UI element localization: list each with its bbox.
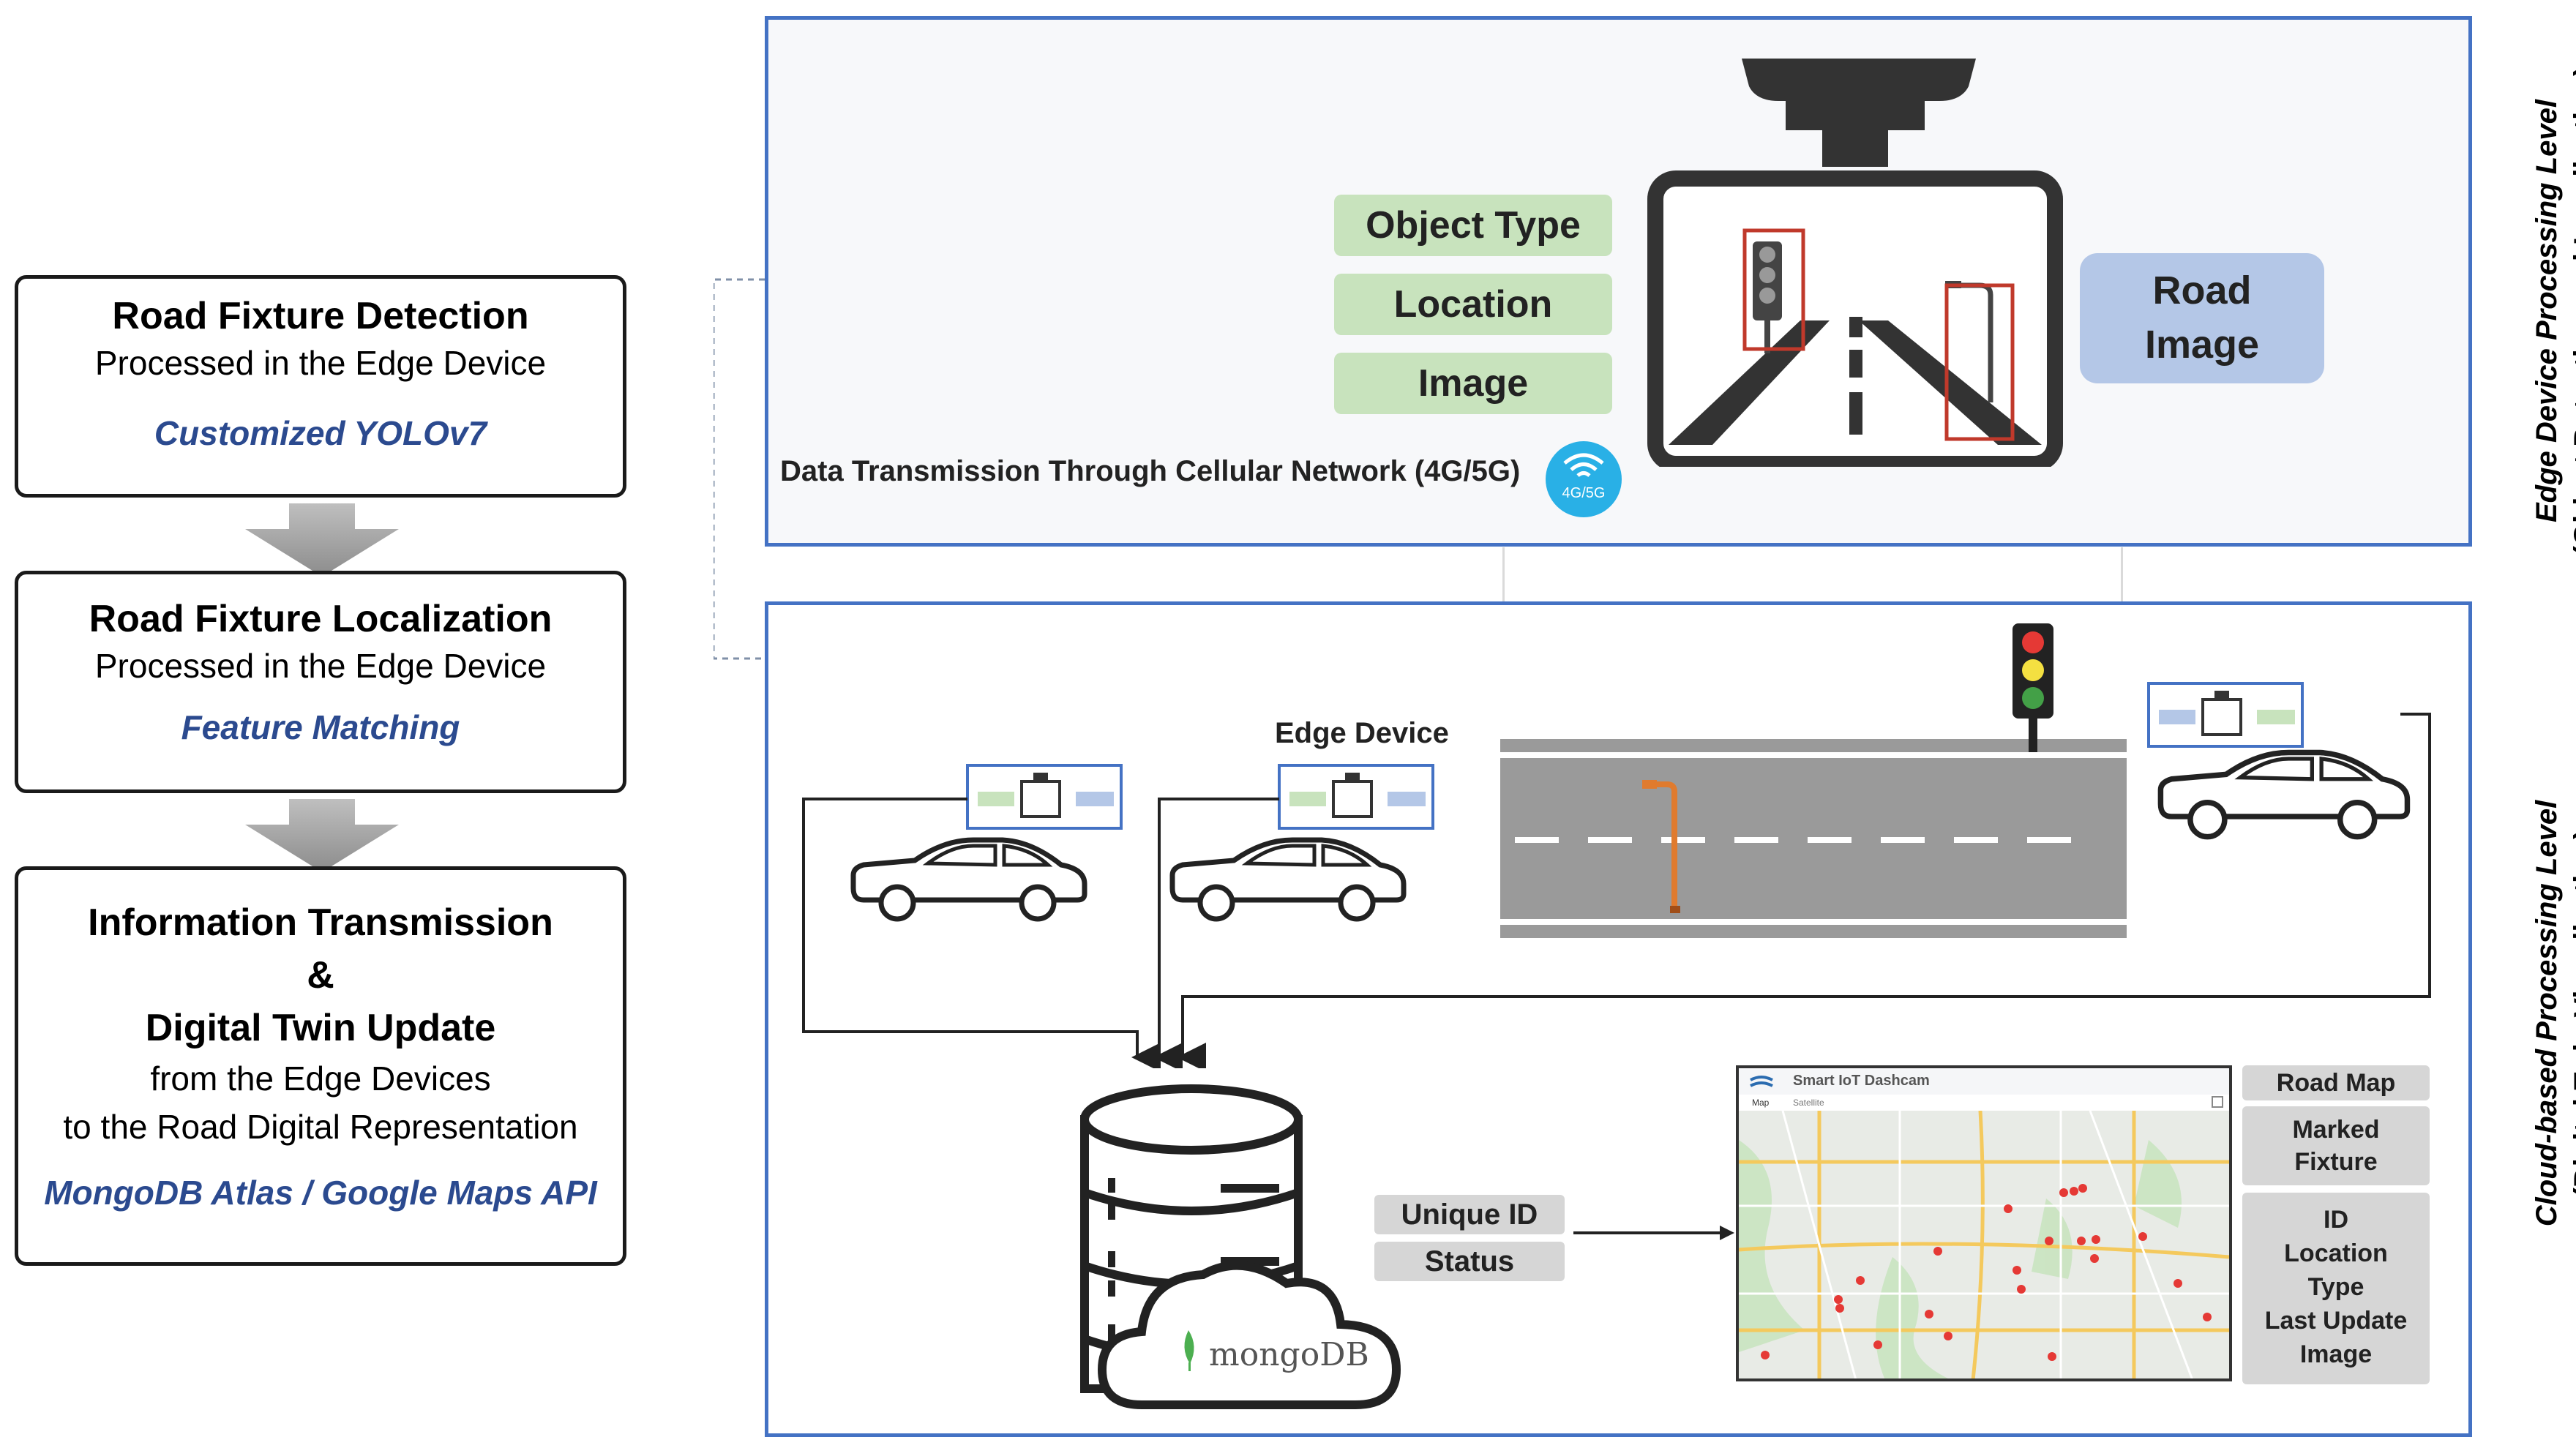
step-subtitle: Processed in the Edge Device <box>94 647 547 685</box>
edge-level-label: Edge Device Processing Level (Object Det… <box>2528 0 2576 622</box>
tab-map[interactable]: Map <box>1752 1098 1770 1108</box>
tab-satellite[interactable]: Satellite <box>1793 1098 1824 1108</box>
traffic-light-icon <box>2012 623 2053 752</box>
detail-line: ID <box>2324 1206 2348 1234</box>
marked-fixture-line: Fixture <box>2294 1148 2378 1176</box>
down-arrow-icon <box>245 503 399 577</box>
detail-line: Location <box>2284 1239 2388 1267</box>
edge-device-box <box>966 764 1123 830</box>
edge-device-box <box>2147 682 2304 748</box>
road-image-line: Image <box>2144 323 2260 367</box>
tag-object-type: Object Type <box>1334 195 1612 256</box>
badge-text: 4G/5G <box>1562 485 1606 501</box>
tag-image: Image <box>1334 353 1612 414</box>
mongodb-logo-text: mongoDB <box>1209 1336 1369 1373</box>
dotted-connector <box>714 278 1048 768</box>
step-title-line: & <box>307 954 334 997</box>
cloud-level-title: Cloud-based Processing Level <box>2531 800 2563 1227</box>
separator <box>2121 547 2123 601</box>
map-item-details: ID Location Type Last Update Image <box>2242 1193 2430 1384</box>
detail-line: Type <box>2307 1273 2365 1301</box>
map-item-marked-fixture: Marked Fixture <box>2242 1106 2430 1185</box>
step-title-line: Digital Twin Update <box>145 1007 496 1049</box>
step-tech: MongoDB Atlas / Google Maps API <box>44 1174 597 1212</box>
map-canvas[interactable] <box>1739 1111 2229 1380</box>
map-header <box>1739 1068 2229 1095</box>
car-icon <box>850 837 1087 922</box>
fixture-markers <box>1761 1184 2212 1361</box>
street-lamp-icon <box>1642 780 1680 913</box>
road-strip <box>1500 739 2127 938</box>
step-tech: Customized YOLOv7 <box>154 414 487 452</box>
fullscreen-icon[interactable] <box>2212 1096 2223 1108</box>
car-icon <box>1169 837 1407 922</box>
step-title: Road Fixture Detection <box>112 295 529 337</box>
arrow-right-icon <box>1573 1226 1734 1240</box>
transmission-label: Data Transmission Through Cellular Netwo… <box>780 455 1521 487</box>
dashcam-icon <box>1647 59 2063 467</box>
step-subtitle: Processed in the Edge Device <box>94 344 547 382</box>
app-logo-icon <box>1750 1076 1773 1087</box>
map-dashboard[interactable]: Smart IoT Dashcam Map Satellite <box>1736 1065 2232 1381</box>
map-title: Smart IoT Dashcam <box>1793 1073 1930 1089</box>
edge-device-label: Edge Device <box>1275 717 1449 749</box>
step-title-line: Information Transmission <box>88 901 553 944</box>
road-image-line: Road <box>2152 269 2252 312</box>
step-transmission: Information Transmission & Digital Twin … <box>15 866 626 1266</box>
field-unique-id: Unique ID <box>1374 1195 1565 1234</box>
marked-fixture-line: Marked <box>2292 1116 2380 1144</box>
step-subtitle-line: from the Edge Devices <box>150 1059 491 1098</box>
detail-line: Image <box>2299 1340 2373 1368</box>
edge-level-subtitle: (Object Detection and Localization) <box>2569 66 2576 556</box>
cloud-level-label: Cloud-based Processing Level (Digital Tw… <box>2528 651 2576 1376</box>
database-icon <box>1080 1084 1401 1409</box>
tag-location: Location <box>1334 274 1612 335</box>
data-flow-lines <box>802 713 2431 1068</box>
wifi-icon <box>1563 453 1604 477</box>
step-tech: Feature Matching <box>181 708 460 746</box>
map-item-road-map: Road Map <box>2242 1065 2430 1100</box>
step-localization: Road Fixture Localization Processed in t… <box>15 571 626 793</box>
cloud-level-subtitle: (Digital Twin Visualization) <box>2569 829 2576 1198</box>
step-title: Road Fixture Localization <box>89 598 553 640</box>
edge-device-box <box>1278 764 1434 830</box>
car-icon <box>2157 749 2411 840</box>
cellular-badge: 4G/5G <box>1546 441 1622 517</box>
separator <box>1502 547 1505 601</box>
field-status: Status <box>1374 1242 1565 1281</box>
step-detection: Road Fixture Detection Processed in the … <box>15 275 626 498</box>
detail-line: Last Update <box>2264 1307 2408 1335</box>
road-image-tag: Road Image <box>2080 253 2324 383</box>
edge-level-title: Edge Device Processing Level <box>2531 99 2563 523</box>
step-subtitle-line: to the Road Digital Representation <box>63 1108 578 1146</box>
down-arrow-icon <box>245 799 399 872</box>
